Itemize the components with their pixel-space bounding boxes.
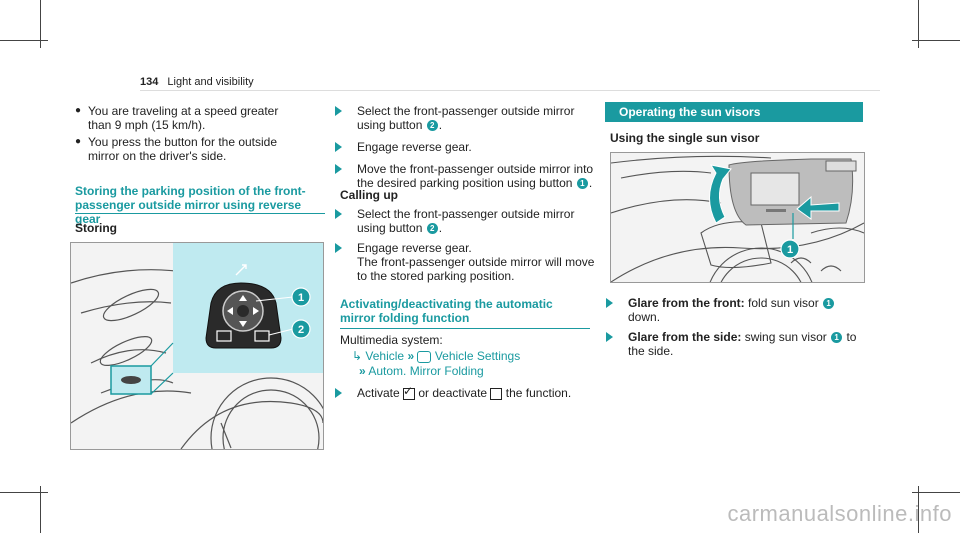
step-text: swing sun visor	[744, 330, 827, 344]
callout-badge: 1	[823, 298, 835, 310]
callout-badge: 2	[426, 120, 438, 132]
section-heading: Storing the parking position of the fron…	[75, 184, 306, 226]
callout-badge: 2	[426, 223, 438, 235]
step-text: .	[588, 176, 593, 190]
section-title: Light and visibility	[167, 76, 254, 88]
heading-rule	[340, 328, 590, 329]
crop-mark	[912, 492, 960, 493]
bullet-icon: ●	[75, 136, 82, 147]
arrow-icon	[335, 164, 342, 174]
arrow-icon	[606, 298, 613, 308]
crop-mark	[912, 40, 960, 41]
instruction-step: Select the front-passenger outside mirro…	[335, 104, 597, 132]
step-text: .	[438, 118, 443, 132]
crop-mark	[0, 40, 48, 41]
arrow-icon	[335, 388, 342, 398]
arrow-icon	[335, 209, 342, 219]
step-text: fold sun visor	[748, 296, 819, 310]
sun-visor-figure: 1	[610, 152, 865, 283]
callout-1: 1	[298, 292, 304, 304]
step-text: Engage reverse gear.	[357, 241, 472, 255]
checkbox-empty-icon	[490, 387, 503, 400]
mirror-control-figure: 1 2	[70, 242, 324, 450]
step-bold: Glare from the front:	[628, 296, 745, 310]
path-text: Autom. Mirror Folding	[368, 364, 484, 378]
subheading: Storing	[75, 221, 117, 235]
arrow-icon	[335, 106, 342, 116]
header-rule	[140, 90, 880, 91]
instruction-step: Glare from the side: swing sun visor 1 t…	[606, 330, 863, 358]
crop-mark	[40, 0, 41, 48]
multimedia-label: Multimedia system:	[340, 333, 443, 347]
step-text: to the side.	[628, 330, 857, 358]
bullet-text: You press the button for the outside mir…	[88, 135, 278, 163]
step-bold: Glare from the side:	[628, 330, 742, 344]
bullet-text: You are traveling at a speed greater tha…	[88, 104, 279, 132]
step-text: The front-passenger outside mirror will …	[357, 255, 595, 283]
step-text: Move the front-passenger outside mirror …	[357, 162, 594, 190]
checkbox-checked-icon: ✓	[403, 383, 416, 400]
heading-rule	[75, 213, 325, 214]
path-text: Vehicle Settings	[434, 349, 521, 363]
step-text: the function.	[505, 386, 572, 400]
instruction-step: Glare from the front: fold sun visor 1 d…	[606, 296, 863, 324]
page-number: 134	[140, 76, 159, 88]
watermark: carmanualsonline.info	[727, 501, 952, 526]
callout-2: 2	[298, 324, 304, 336]
crop-mark	[918, 0, 919, 48]
vehicle-settings-icon	[417, 350, 432, 363]
arrow-icon	[335, 142, 342, 152]
menu-path-folding: » Autom. Mirror Folding	[359, 364, 484, 378]
path-arrow-icon: ↳	[352, 349, 363, 363]
bullet-icon: ●	[75, 105, 82, 116]
instruction-step: Engage reverse gear. The front-passenger…	[335, 241, 597, 283]
step-text: Select the front-passenger outside mirro…	[357, 207, 575, 235]
crop-mark	[918, 486, 919, 533]
callout-1: 1	[787, 244, 793, 256]
list-item: ● You press the button for the outside m…	[75, 135, 303, 163]
path-text: Vehicle	[365, 349, 405, 363]
step-text: Engage reverse gear.	[357, 140, 472, 154]
double-chevron-icon: »	[359, 364, 366, 378]
double-chevron-icon: »	[407, 349, 415, 363]
step-text: Select the front-passenger outside mirro…	[357, 104, 575, 132]
list-item: ● You are traveling at a speed greater t…	[75, 104, 303, 132]
subheading: Calling up	[340, 188, 398, 202]
section-heading: Activating/deactivating the automatic mi…	[340, 297, 553, 325]
callout-badge: 1	[576, 178, 588, 190]
instruction-step: Engage reverse gear.	[335, 140, 597, 154]
crop-mark	[0, 492, 48, 493]
arrow-icon	[606, 332, 613, 342]
sun-visor-illustration: 1	[611, 153, 864, 282]
crop-mark	[40, 486, 41, 533]
callout-badge: 1	[831, 332, 843, 344]
step-text: down.	[628, 310, 661, 324]
step-text: Activate	[357, 386, 400, 400]
arrow-icon	[335, 243, 342, 253]
instruction-step: Move the front-passenger outside mirror …	[335, 162, 597, 190]
instruction-step: Select the front-passenger outside mirro…	[335, 207, 597, 235]
step-text: or deactivate	[418, 386, 488, 400]
page-header: 134 Light and visibility	[140, 76, 254, 88]
step-text: .	[438, 221, 443, 235]
subheading: Using the single sun visor	[610, 131, 760, 145]
menu-path-vehicle: ↳ Vehicle » Vehicle Settings	[352, 349, 520, 363]
door-panel-illustration: 1 2	[71, 243, 323, 449]
section-bar: Operating the sun visors	[605, 102, 863, 122]
instruction-step: Activate ✓ or deactivate the function.	[335, 383, 597, 400]
